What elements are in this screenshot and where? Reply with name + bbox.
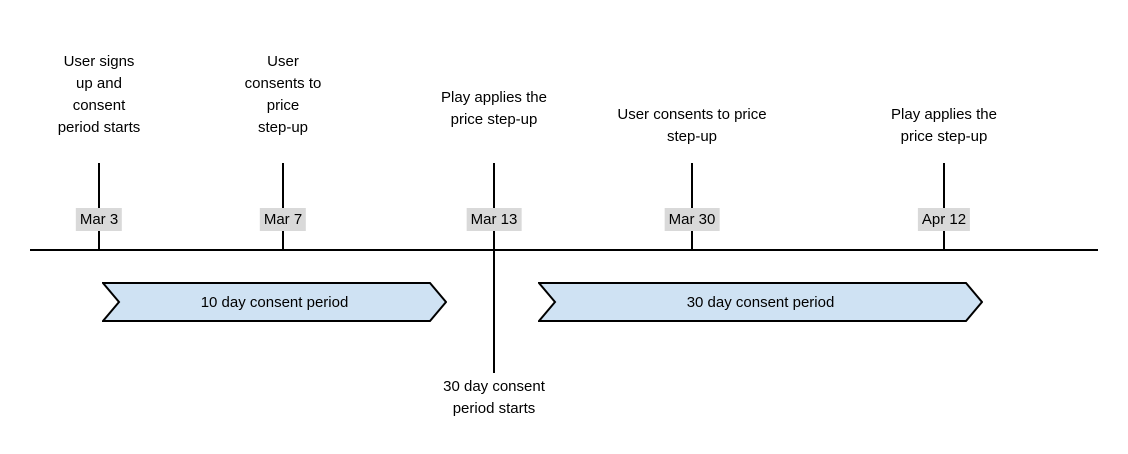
consent-period-banner-30-day: 30 day consent period [538, 282, 983, 322]
event-description-consent-2: User consents to price step-up [617, 106, 767, 145]
event-tick-line [691, 163, 693, 250]
event-tick-line [943, 163, 945, 250]
consent-period-label: 30 day consent period [686, 293, 835, 311]
event-tick-line [98, 163, 100, 250]
event-description-apply-2: Play applies the price step-up [891, 106, 997, 145]
note-below-axis: 30 day consent period starts [443, 378, 545, 417]
event-tick-line-long [493, 163, 495, 373]
event-description-apply-1: Play applies the price step-up [441, 89, 547, 128]
event-description-signup: User signs up and consent period starts [57, 53, 141, 136]
consent-period-banner-10-day: 10 day consent period [102, 282, 447, 322]
event-date-badge: Apr 12 [917, 208, 971, 231]
chevron-arrow-icon [102, 282, 447, 322]
event-date-badge: Mar 3 [75, 208, 123, 231]
consent-period-label: 10 day consent period [200, 293, 349, 311]
event-date-badge: Mar 7 [259, 208, 307, 231]
event-tick-line [282, 163, 284, 250]
timeline-axis-line [30, 249, 1098, 251]
chevron-arrow-icon [538, 282, 983, 322]
event-date-badge: Mar 13 [466, 208, 522, 231]
event-description-consent-1: User consents to price step-up [244, 53, 322, 136]
event-date-badge: Mar 30 [664, 208, 720, 231]
